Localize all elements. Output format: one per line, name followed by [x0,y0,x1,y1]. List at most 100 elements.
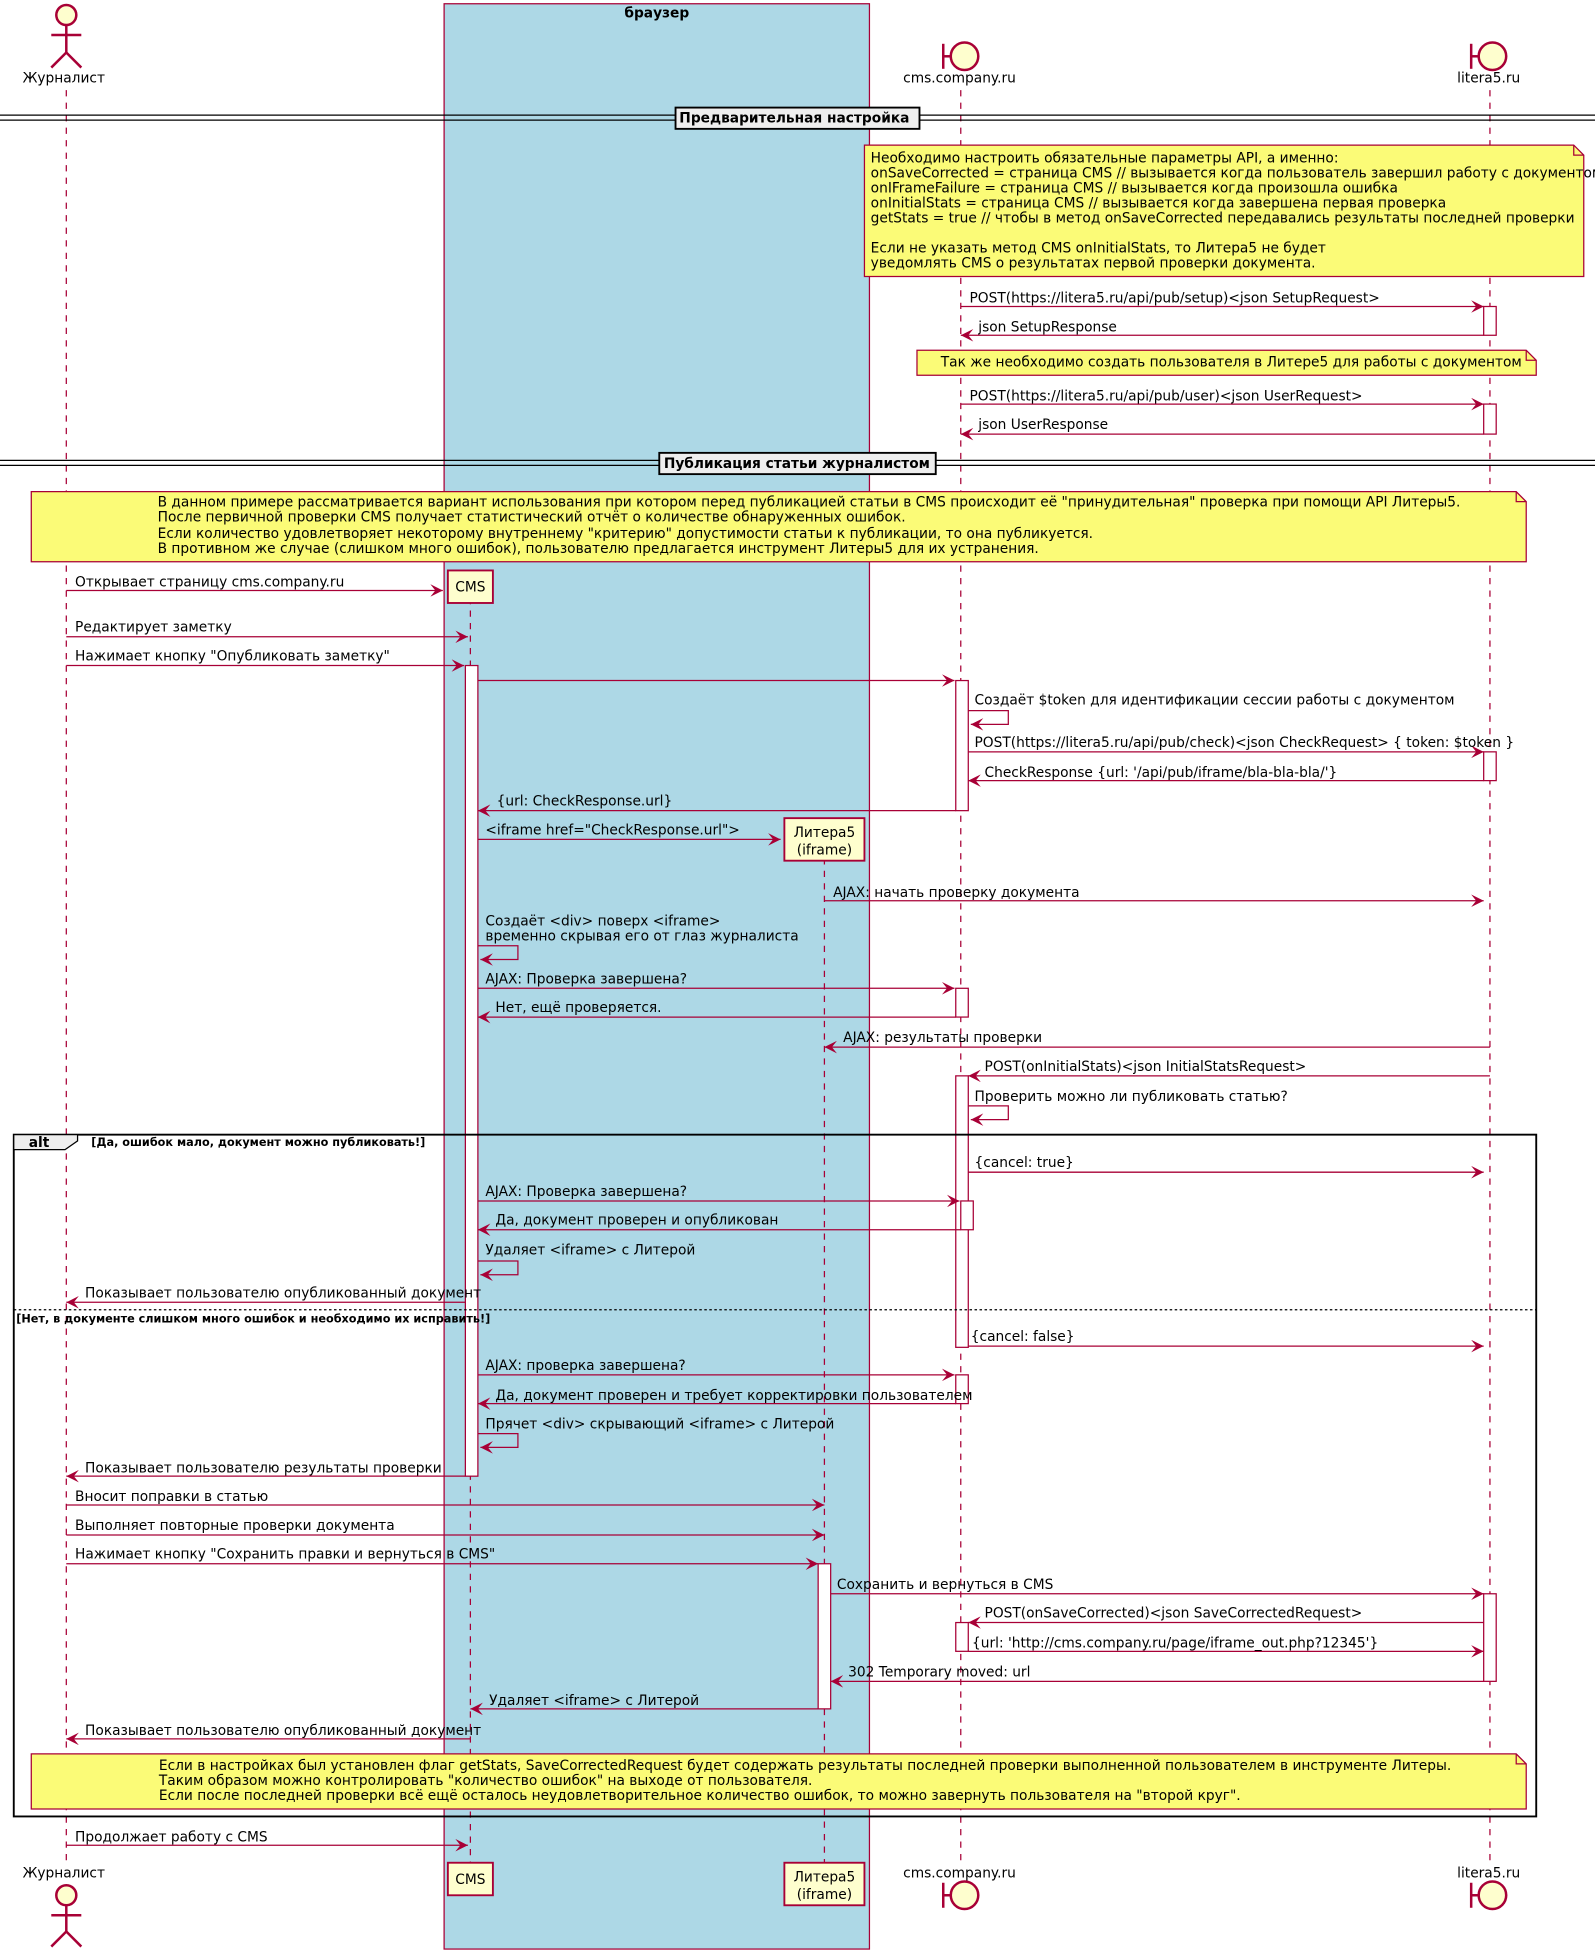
message-label: Сохранить и вернуться в CMS [837,1577,1053,1593]
note-publish: В данном примере рассматривается вариант… [30,491,1527,563]
message-label: Редактирует заметку [75,620,232,636]
participant-label-litera-frame: (iframe) [797,842,852,858]
message-label: POST(https://litera5.ru/api/pub/setup)<j… [970,291,1380,307]
message-label: POST(onInitialStats)<json InitialStatsRe… [985,1059,1307,1075]
participant-label-litera-frame: Литера5 [794,825,856,841]
message-label: {cancel: false} [971,1329,1075,1345]
note-line: Если после последней проверки всё ещё ос… [159,1788,1241,1804]
note-line: После первичной проверки CMS получает ст… [158,510,906,526]
participant-label-cms: CMS [455,1872,485,1888]
message-label: Создаёт <div> поверх <iframe> [485,914,720,930]
message-label: Проверить можно ли публиковать статью? [975,1089,1288,1105]
boundary-icon [949,41,980,72]
message-label: <iframe href="CheckResponse.url"> [485,822,739,838]
message-label: json SetupResponse [977,320,1117,336]
note-line: Если в настройках был установлен флаг ge… [159,1758,1451,1774]
alt-guard: [Нет, в документе слишком много ошибок и… [16,1312,490,1325]
boundary-cms-company-bottom: cms.company.ru [903,1866,1016,1911]
activation-bar [960,1200,974,1231]
note-line: onSaveCorrected = страница CMS // вызыва… [871,166,1595,182]
activation-bar-litera-frame [817,1563,832,1710]
note-line: Необходимо настроить обязательные параме… [871,151,1339,167]
activation-bar [1483,403,1497,435]
participant-cms-created: CMS [446,569,494,604]
message-label: POST(https://litera5.ru/api/pub/user)<js… [970,388,1363,404]
message-label: Удаляет <iframe> с Литерой [489,1693,699,1709]
self-message-arrow [968,709,1009,731]
browser-box-title: браузер [624,6,689,22]
note-line: Если количество удовлетворяет некоторому… [158,526,1093,542]
boundary-litera5-top: litera5.ru [1457,41,1520,87]
message-label: Нет, ещё проверяется. [495,1000,661,1016]
message-label: AJAX: результаты проверки [843,1030,1042,1046]
activation-bar [1483,751,1497,782]
message-label: Показывает пользователю результаты прове… [85,1460,442,1476]
message-label: POST(onSaveCorrected)<json SaveCorrected… [985,1606,1363,1622]
message-label: Да, документ проверен и опубликован [495,1213,778,1229]
activation-bar-cms [464,664,479,1477]
note-final: Если в настройках был установлен флаг ge… [30,1753,1527,1810]
message-label: временно скрывая его от глаз журналиста [485,929,798,945]
message-label: Показывает пользователю опубликованный д… [85,1723,481,1739]
actor-journalist-top: Журналист [23,3,105,87]
message-label: CheckResponse {url: '/api/pub/iframe/bla… [985,765,1338,781]
message-label: Нажимает кнопку "Опубликовать заметку" [75,649,390,665]
alt-keyword: alt [29,1135,50,1151]
participant-label-litera5: litera5.ru [1457,71,1520,87]
message-label: Открывает страницу cms.company.ru [75,575,344,591]
message-label: Удаляет <iframe> с Литерой [485,1243,695,1259]
note-line: Так же необходимо создать пользователя в… [940,355,1522,371]
note-line: getStats = true // чтобы в метод onSaveC… [871,211,1575,227]
message-label: 302 Temporary moved: url [848,1664,1030,1680]
divider-publish-label: Публикация статьи журналистом [664,456,930,472]
note-line: В противном же случае (слишком много оши… [158,541,1039,557]
message-label: {cancel: true} [975,1155,1074,1171]
actor-journalist-bottom: Журналист [23,1866,105,1948]
boundary-icon [1477,1880,1508,1911]
message-label: Вносит поправки в статью [75,1489,268,1505]
browser-box [443,3,871,1950]
message-label: Прячет <div> скрывающий <iframe> с Литер… [485,1417,834,1433]
note-line: onInitialStats = страница CMS // вызывае… [871,196,1446,212]
participant-label-journalist: Журналист [23,1866,105,1882]
message-label: {url: 'http://cms.company.ru/page/iframe… [972,1636,1378,1652]
participant-label-cms-company: cms.company.ru [903,1866,1016,1882]
note-line: Если не указать метод CMS onInitialStats… [871,241,1326,257]
boundary-icon [1477,41,1508,72]
activation-bar [955,987,969,1018]
participant-label-litera-frame: (iframe) [797,1887,852,1903]
message-label: Показывает пользователю опубликованный д… [85,1285,481,1301]
actor-head-icon [55,1884,78,1907]
participant-label-litera5: litera5.ru [1457,1866,1520,1882]
self-message-arrow [968,1105,1009,1126]
activation-bar [1483,1593,1497,1682]
participant-label-cms: CMS [455,580,485,596]
alt-frame: alt [Да, ошибок мало, документ можно пуб… [12,1133,1538,1818]
self-message-arrow [477,1260,519,1282]
activation-bar [955,1374,969,1405]
actor-head-icon [55,3,78,27]
self-message-arrow [477,1433,519,1454]
alt-guard: [Да, ошибок мало, документ можно публико… [91,1136,425,1149]
activation-bar [1483,305,1497,336]
note-line: В данном примере рассматривается вариант… [158,495,1461,511]
participant-litera-frame-created: Литера5 (iframe) [783,817,866,862]
divider-setup-label: Предварительная настройка [679,111,909,127]
self-message-arrow [477,945,519,966]
message-label: AJAX: проверка завершена? [485,1358,685,1374]
message-label: Продолжает работу с CMS [75,1829,268,1845]
participant-litera-frame-bottom: Литера5 (iframe) [783,1861,866,1907]
note-line: уведомлять CMS о результатах первой пров… [871,256,1316,272]
note-setup: Необходимо настроить обязательные параме… [863,144,1595,278]
note-line: Таким образом можно контролировать "коли… [158,1773,813,1789]
message-label: Выполняет повторные проверки документа [75,1518,395,1534]
message-label: Нажимает кнопку "Сохранить правки и верн… [75,1547,495,1563]
message-label: AJAX: начать проверку документа [833,885,1079,901]
activation-bar [955,679,969,812]
participant-cms-bottom: CMS [446,1861,494,1897]
message-label: Да, документ проверен и требует корректи… [495,1388,972,1404]
participant-label-litera-frame: Литера5 [794,1870,856,1886]
boundary-cms-company-top: cms.company.ru [903,41,1016,87]
